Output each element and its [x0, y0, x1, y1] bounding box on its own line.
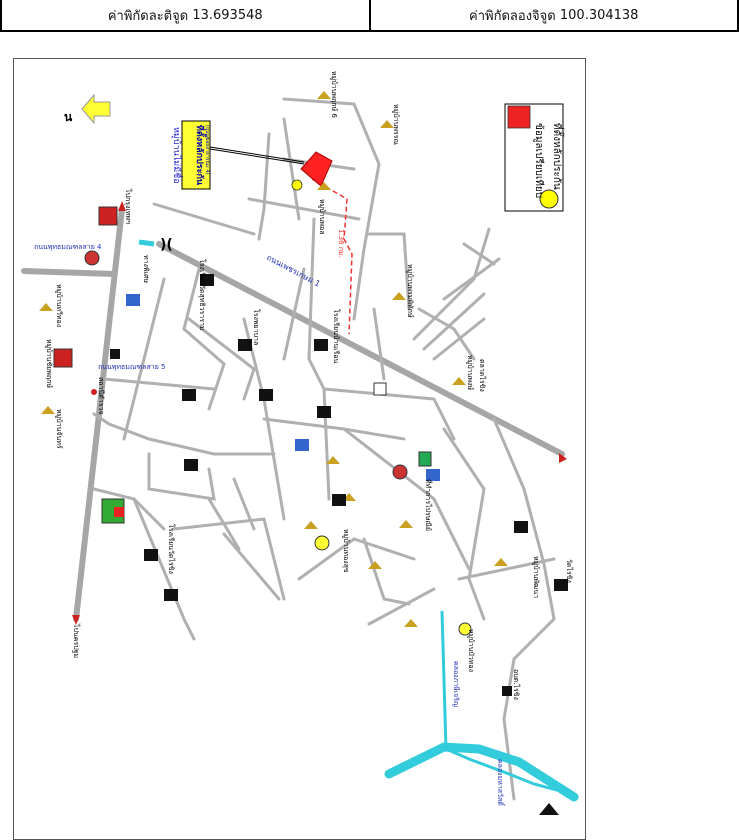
route-distance: 1.36 กม. — [337, 229, 345, 258]
place-label: คลองภาษีเจริญ — [452, 661, 460, 707]
legend-insured-label: ที่ตั้งหลักประกัน — [551, 123, 565, 190]
temple-icons — [39, 91, 508, 627]
legend-insured-swatch — [508, 106, 530, 128]
longitude-value: 100.304138 — [560, 8, 639, 23]
location-map: 1.36 กม. น ที่ตั้งหลักประกัน ข้อมูลเปรีย… — [13, 58, 586, 840]
north-arrow: น — [64, 95, 110, 124]
place-label: หมู่บ้านพอล — [318, 199, 326, 235]
canal-small — [139, 242, 154, 244]
temple-icon — [41, 406, 55, 414]
place-label: หมู่บ้านพรมพิทักษ์ — [406, 264, 414, 318]
place-label: หมู่บ้านบัวทอง — [467, 629, 475, 672]
market-icon — [374, 383, 386, 395]
place-label: หมู่บ้านชัยพฤกษ์ — [45, 339, 53, 388]
latitude-value: 13.693548 — [192, 8, 262, 23]
coordinate-bar: ค่าพิกัดละติจูด 13.693548 ค่าพิกัดลองจิจ… — [0, 0, 739, 32]
place-label: หมู่บ้านพงษ์ — [466, 355, 474, 390]
building-icon — [164, 589, 178, 601]
place-label: โรงเรียนบ้านเรือน — [332, 309, 341, 363]
temple-icon — [404, 619, 418, 627]
longitude-label: ค่าพิกัดลองจิจูด — [469, 5, 556, 26]
temple-icon — [368, 561, 382, 569]
place-label: วัดไร่ขิง — [565, 559, 574, 583]
misc-icons: )( — [54, 207, 559, 815]
point-icon — [91, 389, 97, 395]
longitude-cell: ค่าพิกัดลองจิจูด 100.304138 — [371, 0, 739, 30]
building-icon — [502, 686, 512, 696]
police-icon — [126, 294, 140, 306]
store-icon — [419, 452, 431, 466]
temple-icon — [304, 521, 318, 529]
place-label: หมู่บ้านพัฒนา — [532, 556, 540, 598]
place-label: สถานีตำรวจ — [97, 377, 105, 415]
place-label: ที่ทำการไปรษณีย์ — [424, 479, 433, 531]
building-icon — [317, 406, 331, 418]
place-label: โรงเรียนวัดไร่ขิง — [167, 524, 176, 574]
temple-icon — [399, 520, 413, 528]
place-label: ตลาดไร่ขิง — [478, 359, 487, 392]
place-label: หมู่บ้านทวีทอง — [55, 284, 63, 327]
bank-icon — [85, 251, 99, 265]
collateral-marker — [301, 152, 332, 186]
canal-main — [389, 747, 574, 797]
place-label: คลองมหาสวัสดิ์ — [496, 759, 506, 807]
temple-icon — [494, 558, 508, 566]
north-label: น — [64, 110, 73, 124]
expressway-icon: )( — [160, 237, 173, 253]
building-icon — [514, 521, 528, 533]
building-icon — [184, 459, 198, 471]
building-icon — [110, 349, 120, 359]
place-label: โรงพยาบาล — [252, 309, 261, 345]
side-road-west — [24, 271, 114, 274]
temple-icon — [392, 292, 406, 300]
route-line — [312, 179, 352, 334]
hospital-icon — [99, 207, 117, 225]
temple-icon — [539, 803, 559, 815]
legend-landmark-label: ข้อมูลเปรียบเทียบ — [533, 123, 545, 198]
place-label: ถนนพุทธมณฑลสาย 5 — [98, 363, 166, 371]
place-label: ไปกรุงเทพฯ — [124, 188, 133, 224]
latitude-cell: ค่าพิกัดละติจูด 13.693548 — [0, 0, 371, 30]
temple-icon — [317, 91, 331, 99]
building-icon — [332, 494, 346, 506]
place-label: หมู่บ้านทองสุข — [342, 529, 350, 573]
map-canvas: 1.36 กม. น ที่ตั้งหลักประกัน ข้อมูลเปรีย… — [14, 59, 585, 839]
place-label: หมู่บ้านจันทร์ — [55, 409, 63, 449]
place-label: อบต.ไร่ขิง — [512, 669, 521, 700]
building-icon — [314, 339, 328, 351]
place-label: โรงเรียนวัดสุทธิวราราม — [198, 259, 207, 331]
latitude-label: ค่าพิกัดละติจูด — [108, 5, 188, 26]
place-label: ไปนครปฐม — [72, 623, 81, 658]
building-icon — [144, 549, 158, 561]
landmark-icon — [315, 536, 329, 550]
place-label: ทางพิเศษ — [142, 255, 150, 283]
building-icon — [238, 339, 252, 351]
bank-icon — [393, 465, 407, 479]
building-icon — [182, 389, 196, 401]
callout-detail: (ถนนซอยสาธารณะ 4) — [204, 125, 210, 175]
place-label: หมู่บ้านพฤกษ์ 6 — [330, 71, 338, 118]
temple-icon — [39, 303, 53, 311]
map-legend: ที่ตั้งหลักประกัน ข้อมูลเปรียบเทียบ — [505, 104, 565, 211]
hospital-icon — [54, 349, 72, 367]
building-icon — [259, 389, 273, 401]
temple-icon — [452, 377, 466, 385]
place-label: หมู่บ้านพรรณ — [392, 104, 400, 146]
police-icon — [295, 439, 309, 451]
temple-icon — [380, 120, 394, 128]
collateral-callout: หมู่บ้านไม่มีชื่อ ที่ตั้งหลักประกัน (ถนน… — [171, 121, 332, 190]
place-label: ถนนพุทธมณฑลสาย 4 — [34, 243, 102, 251]
